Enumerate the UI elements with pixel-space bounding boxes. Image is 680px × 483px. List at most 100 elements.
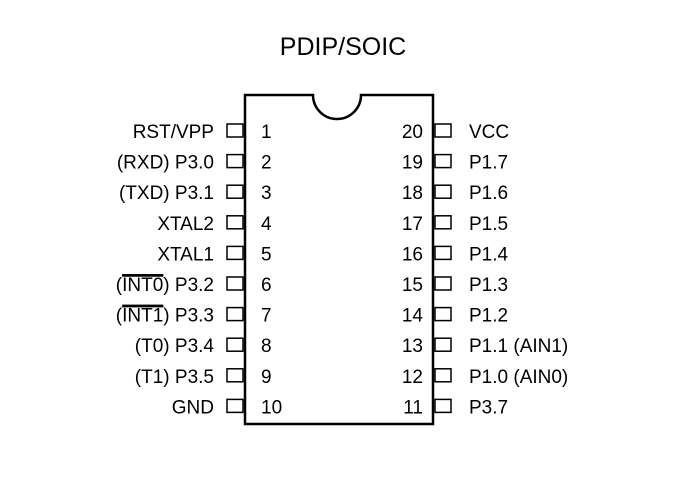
pin-label: P1.5: [469, 214, 508, 235]
pin-14: 14 P1.2: [402, 306, 508, 327]
pin-19: 19 P1.7: [402, 153, 508, 174]
pin-15: 15 P1.3: [402, 275, 508, 296]
pin-label: P1.4: [469, 244, 509, 265]
pin-20: 20 VCC: [402, 122, 509, 143]
pin-number: 3: [261, 183, 272, 204]
pin-label-text: XTAL1: [157, 244, 214, 265]
pin-number: 1: [261, 122, 272, 143]
pin-16: 16 P1.4: [402, 244, 509, 265]
pin-4: 4 XTAL2: [157, 214, 272, 235]
pin-label-overline: INT1: [122, 306, 163, 327]
pin-number: 15: [402, 275, 423, 296]
pin-number: 18: [402, 183, 423, 204]
pin-13-pad: [434, 337, 452, 352]
pin-label: GND: [172, 397, 214, 418]
pin-number: 11: [403, 397, 423, 418]
pin-number: 20: [402, 122, 423, 143]
pin-number: 6: [261, 275, 272, 296]
pin-number: 10: [261, 397, 282, 418]
pin-1: 1 RST/VPP: [133, 122, 272, 143]
pin-9: 9 (T1) P3.5: [135, 367, 272, 388]
pin-13: 13 P1.1 (AIN1): [402, 336, 568, 357]
pin-label: (TXD) P3.1: [119, 183, 214, 204]
pin-7: 7 (INT1) P3.3: [116, 306, 272, 327]
pin-label-text: (T1) P3.5: [135, 367, 214, 388]
pin-17: 17 P1.5: [402, 214, 508, 235]
pin-label-tail: ) P3.2: [163, 275, 214, 296]
pin-label: XTAL2: [157, 214, 214, 235]
pin-3-pad: [226, 184, 244, 199]
pin-16-pad: [434, 245, 452, 261]
pin-4-pad: [226, 215, 244, 230]
pin-label: P1.1 (AIN1): [469, 336, 568, 357]
pin-5-pad: [226, 245, 244, 261]
package-title: PDIP/SOIC: [280, 33, 406, 61]
pin-label: P1.7: [469, 153, 508, 174]
pin-17-pad: [434, 215, 452, 230]
pin-19-pad: [434, 153, 452, 169]
pin-number: 9: [261, 367, 272, 388]
pin-12-pad: [434, 368, 452, 383]
pin-9-pad: [226, 368, 244, 383]
pin-label-text: (: [116, 306, 123, 327]
pin-label-text: XTAL2: [157, 214, 214, 235]
pin-number: 12: [402, 367, 423, 388]
pin-label-text: (T0) P3.4: [135, 336, 215, 357]
pin-18: 18 P1.6: [402, 183, 508, 204]
pin-2: 2 (RXD) P3.0: [117, 153, 272, 174]
pin-number: 4: [261, 214, 272, 235]
chip-body: [243, 93, 435, 426]
pin-number: 13: [402, 336, 423, 357]
pin-label: VCC: [469, 122, 509, 143]
pin-label: P1.6: [469, 183, 508, 204]
pin-label-text: RST/VPP: [133, 122, 214, 143]
pin-label-text: (: [116, 275, 123, 296]
pin-number: 16: [402, 244, 423, 265]
pin-label: (RXD) P3.0: [117, 153, 214, 174]
pin-label-text: GND: [172, 397, 214, 418]
pin-label: XTAL1: [157, 244, 214, 265]
pin-2-pad: [226, 153, 244, 169]
pin-number: 5: [261, 244, 272, 265]
pin-number: 8: [261, 336, 272, 357]
pin-label: (T1) P3.5: [135, 367, 214, 388]
pin-3: 3 (TXD) P3.1: [119, 183, 272, 204]
pin-5: 5 XTAL1: [157, 244, 271, 265]
pin-12: 12 P1.0 (AIN0): [402, 367, 568, 388]
pin-11: 11 P3.7: [403, 397, 508, 418]
pin-20-pad: [434, 123, 452, 138]
pin-1-pad: [226, 123, 244, 138]
pin-11-pad: [434, 398, 452, 414]
pin-label: P1.2: [469, 306, 508, 327]
pin-15-pad: [434, 276, 452, 291]
pin-number: 19: [402, 153, 423, 174]
pin-label-text: (RXD) P3.0: [117, 153, 214, 174]
pin-number: 2: [261, 153, 272, 174]
left-pin-column: 1 RST/VPP 2 (RXD) P3.0 3 (TXD) P3.1 4 XTAL2 5 XTA…: [116, 122, 282, 418]
pin-label: P1.0 (AIN0): [469, 367, 568, 388]
pin-label: P1.3: [469, 275, 508, 296]
pin-8: 8 (T0) P3.4: [135, 336, 272, 357]
pin-10: 10 GND: [172, 397, 282, 418]
pin-18-pad: [434, 184, 452, 199]
pin-number: 7: [261, 306, 272, 327]
pin-8-pad: [226, 337, 244, 352]
pin-label: (INT0) P3.2: [116, 275, 214, 296]
pin-number: 17: [402, 214, 423, 235]
pin-number: 14: [402, 306, 424, 327]
pin-10-pad: [226, 398, 244, 414]
pin-label-text: (TXD) P3.1: [119, 183, 214, 204]
pin-6: 6 (INT0) P3.2: [116, 275, 272, 296]
pin-label: (T0) P3.4: [135, 336, 215, 357]
pin-label-tail: ) P3.3: [163, 306, 214, 327]
pin-label: (INT1) P3.3: [116, 306, 214, 327]
pin-label: RST/VPP: [133, 122, 214, 143]
pin-label-overline: INT0: [122, 275, 163, 296]
pin-14-pad: [434, 306, 452, 322]
pin-6-pad: [226, 276, 244, 291]
pin-7-pad: [226, 306, 244, 322]
pin-label: P3.7: [469, 397, 508, 418]
